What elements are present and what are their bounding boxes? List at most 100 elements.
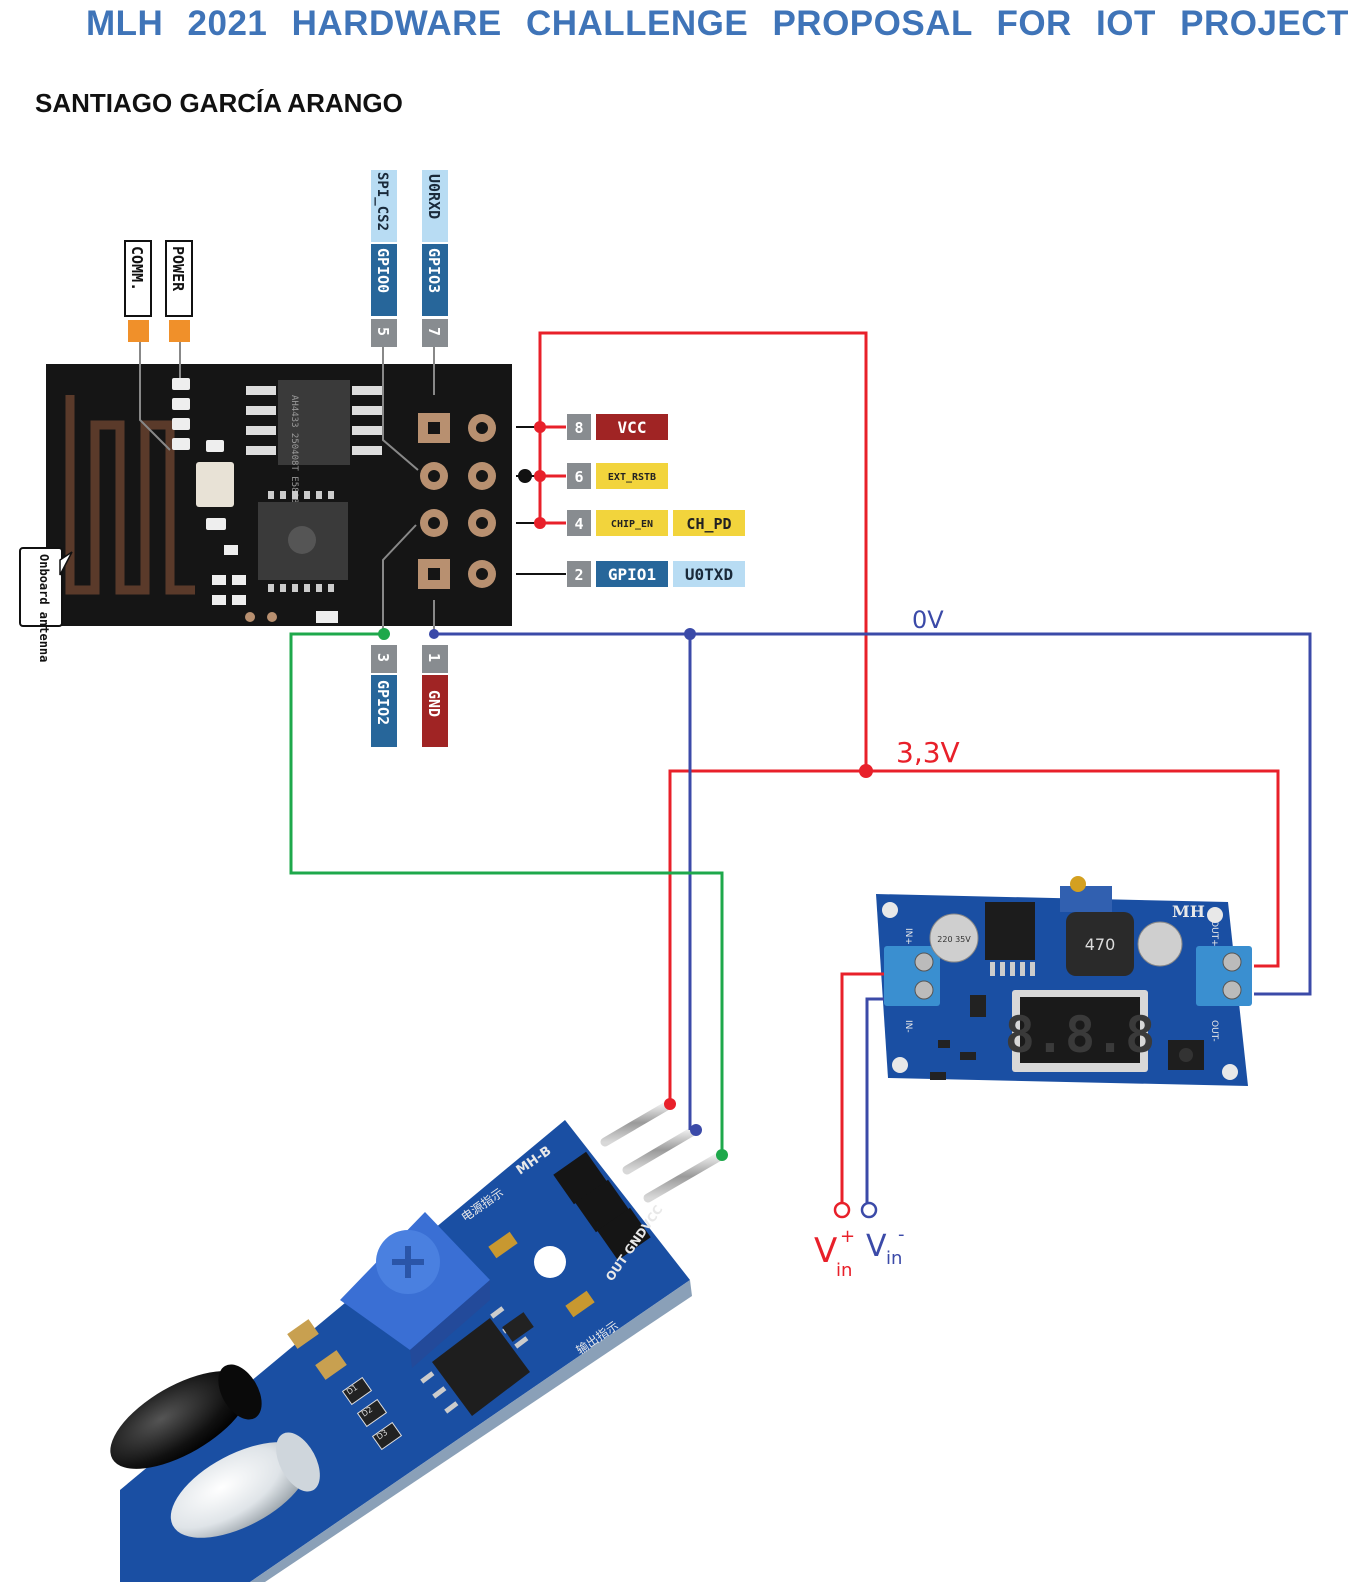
- author-name: SANTIAGO GARCÍA ARANGO: [35, 88, 403, 118]
- u0rxd-tag: [422, 170, 448, 242]
- vcc-text: VCC: [618, 418, 647, 437]
- regulator-ic: [985, 902, 1035, 960]
- inductor: [1066, 912, 1134, 976]
- regulator-potentiometer: [1060, 886, 1112, 912]
- spi-cs2-text: SPI_CS2: [374, 172, 390, 231]
- gpio3-text: GPIO3: [425, 248, 443, 293]
- ir-power-led-icon: [488, 1231, 518, 1259]
- onboard-antenna-text: Onboard antenna: [37, 554, 51, 662]
- vin-minus-wire: [865, 997, 884, 1208]
- ext-rstb-text: EXT_RSTB: [608, 472, 656, 483]
- gpio1-tag: [596, 561, 668, 587]
- in-minus-silk: IN-: [903, 1020, 913, 1033]
- page-title: MLH 2021 HARDWARE CHALLENGE PROPOSAL FOR…: [86, 4, 1349, 43]
- ir-header-housing: [553, 1151, 651, 1261]
- gpio2-tag: [371, 675, 397, 747]
- ir-mount-hole: [534, 1246, 566, 1278]
- ch-pd-text: CH_PD: [686, 515, 731, 533]
- comm-label: COMM.: [124, 240, 152, 317]
- vin-minus-sub: in: [886, 1248, 902, 1269]
- chip-en-tag: [596, 510, 668, 536]
- gpio3-tag: [422, 244, 448, 316]
- blue-gnd-wire: [434, 632, 1312, 996]
- wires: [289, 331, 1312, 1208]
- pin4-text: 4: [574, 515, 583, 533]
- pin7-tag: [422, 319, 448, 347]
- gpio1-text: GPIO1: [608, 565, 656, 584]
- spi-cs2-tag: [371, 170, 397, 242]
- vin-minus-terminal: [860, 1201, 878, 1219]
- capacitor-out: [1137, 921, 1183, 967]
- power-led-icon: [169, 320, 190, 342]
- vin-plus-sup: +: [840, 1226, 855, 1247]
- pin6-text: 6: [574, 468, 583, 486]
- ir-resistor-d2: D2: [356, 1398, 388, 1428]
- esp01-module: COMM. POWER SPI_CS2 GPIO0 5 U0RXD GPIO3 …: [19, 170, 745, 747]
- ir-potentiometer: [340, 1212, 490, 1368]
- power-label: POWER: [165, 240, 193, 317]
- out-minus-silk: OUT-: [1209, 1020, 1219, 1042]
- pin3-text: 3: [374, 653, 392, 662]
- gnd-text: GND: [425, 690, 443, 717]
- trim-screw-icon: [1070, 876, 1086, 892]
- led-display-digits: 8.8.8: [1005, 1006, 1156, 1064]
- ir-resistor-d3: D3: [371, 1421, 403, 1451]
- ir-emitter-led-icon: [170, 1432, 320, 1538]
- out-plus-silk: OUT+: [1209, 920, 1219, 947]
- espressif-logo-icon: [288, 526, 316, 554]
- ir-resistor-d1: D1: [341, 1376, 373, 1406]
- ext-rstb-tag: [596, 463, 668, 489]
- red-vcc-wire: [538, 331, 868, 771]
- capacitor-in: [929, 913, 979, 963]
- pin7-text: 7: [425, 327, 443, 336]
- onboard-antenna-label: Onboard antenna: [19, 547, 73, 662]
- ext-rstb-dot: [518, 469, 532, 483]
- vin-plus-v: V: [814, 1231, 837, 1271]
- gnd-tag: [422, 675, 448, 747]
- u0txd-text: U0TXD: [685, 565, 733, 584]
- flash-chip: [278, 380, 350, 465]
- in-plus-silk: IN+: [903, 928, 913, 945]
- ir-header-pins: [600, 1099, 727, 1203]
- ir-sensor-module: MH-B OUT GNDVCC 电源指示 输出指示: [110, 1099, 727, 1582]
- output-terminal: [1196, 946, 1252, 1006]
- u0txd-tag: [673, 561, 745, 587]
- zero-volt-label: 0V: [912, 606, 944, 634]
- comm-text: COMM.: [128, 246, 146, 291]
- ir-receiver-led-icon: [110, 1364, 262, 1469]
- three-volt-label: 3,3V: [896, 736, 960, 769]
- ch-pd-tag: [673, 510, 745, 536]
- wire-junctions: [378, 421, 878, 1219]
- red-3v3-wire: [668, 769, 1280, 1104]
- voltage-regulator-module: 220 35V 470 MH 8.8.8 IN+ IN- OUT+ OUT-: [876, 876, 1252, 1086]
- flash-chip-marking: AH4433 250408T E5808: [289, 395, 299, 503]
- vin-plus-sub: in: [836, 1260, 852, 1281]
- vin-minus-label: V - in: [866, 1224, 905, 1269]
- pin1-text: 1: [425, 653, 443, 662]
- ir-comparator-ic: [420, 1306, 530, 1416]
- cap-in-text: 220 35V: [937, 935, 971, 944]
- inductor-text: 470: [1085, 935, 1116, 954]
- vin-minus-sup: -: [898, 1224, 905, 1245]
- chip-en-text: CHIP_EN: [611, 519, 653, 530]
- u0rxd-text: U0RXD: [425, 174, 443, 219]
- pin8-text: 8: [574, 419, 583, 437]
- comm-led-icon: [128, 320, 149, 342]
- vcc-tag: [596, 414, 668, 440]
- green-signal-wire: [289, 632, 724, 1155]
- vin-plus-label: V + in: [814, 1226, 855, 1281]
- led-display: [1020, 997, 1140, 1063]
- power-text: POWER: [169, 246, 187, 292]
- vin-minus-v: V: [866, 1229, 887, 1264]
- pin5-tag: [371, 319, 397, 347]
- vin-plus-terminal: [833, 1201, 851, 1219]
- antenna-trace: [65, 395, 195, 595]
- pin2-text: 2: [574, 566, 583, 584]
- crystal: [196, 462, 234, 507]
- gpio0-tag: [371, 244, 397, 316]
- ir-out-led-icon: [565, 1290, 595, 1318]
- esp01-header-pads: [418, 413, 496, 589]
- gpio2-text: GPIO2: [374, 680, 392, 725]
- gpio0-text: GPIO0: [374, 248, 392, 293]
